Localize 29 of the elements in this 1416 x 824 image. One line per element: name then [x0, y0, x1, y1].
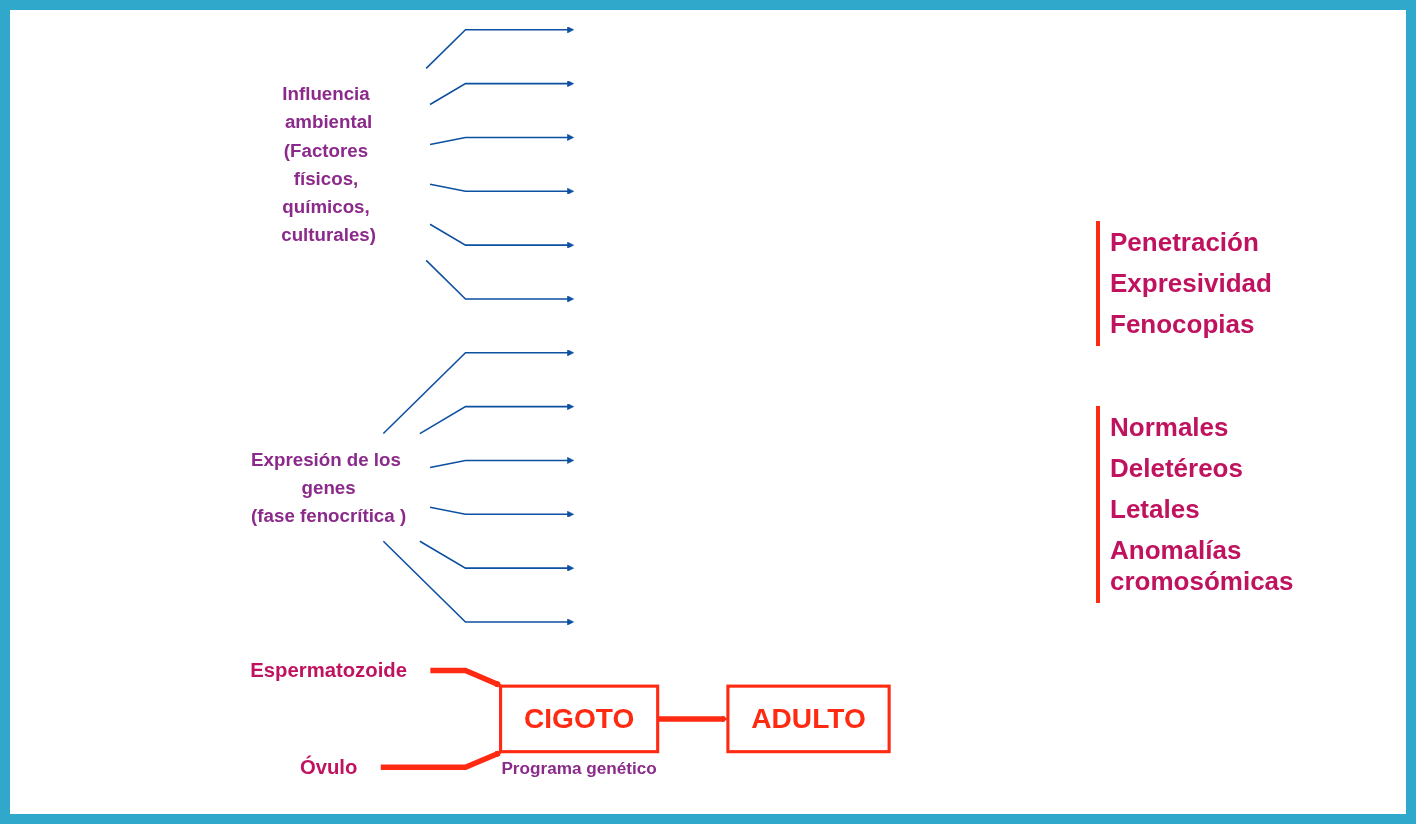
node-caption: Programa genético: [501, 757, 657, 778]
arrow: [382, 349, 574, 435]
arrow: [429, 134, 574, 146]
arrow: [429, 223, 574, 249]
arrow: [419, 403, 574, 435]
list-label: Normales: [1110, 412, 1230, 443]
arrow: [425, 259, 574, 303]
arrow: [429, 457, 574, 469]
process-box: CIGOTO: [499, 684, 660, 754]
text-label: Espermatozoide: [250, 658, 407, 682]
arrow: [419, 540, 574, 572]
list-label: Expresividad: [1110, 268, 1273, 299]
text-label: Influencia ambiental (Factores físicos, químicos, culturales): [281, 83, 376, 245]
arrow: [425, 26, 574, 70]
text-label: Óvulo: [299, 755, 358, 779]
arrow: [429, 80, 574, 106]
arrow: [430, 667, 503, 688]
arrow: [429, 183, 574, 195]
arrow: [380, 750, 503, 770]
process-box: ADULTO: [726, 684, 891, 754]
arrow: [657, 715, 729, 723]
text-label: Expresión de los genes (fase fenocrítica ): [251, 448, 407, 526]
list-label: Deletéreos: [1110, 453, 1244, 484]
list-label: Penetración: [1110, 227, 1260, 258]
list-label: Letales: [1110, 494, 1201, 525]
list-label: Anomalías cromosómicas: [1110, 535, 1295, 597]
arrow: [429, 506, 574, 518]
arrow: [382, 540, 574, 626]
list-label: Fenocopias: [1110, 309, 1256, 340]
